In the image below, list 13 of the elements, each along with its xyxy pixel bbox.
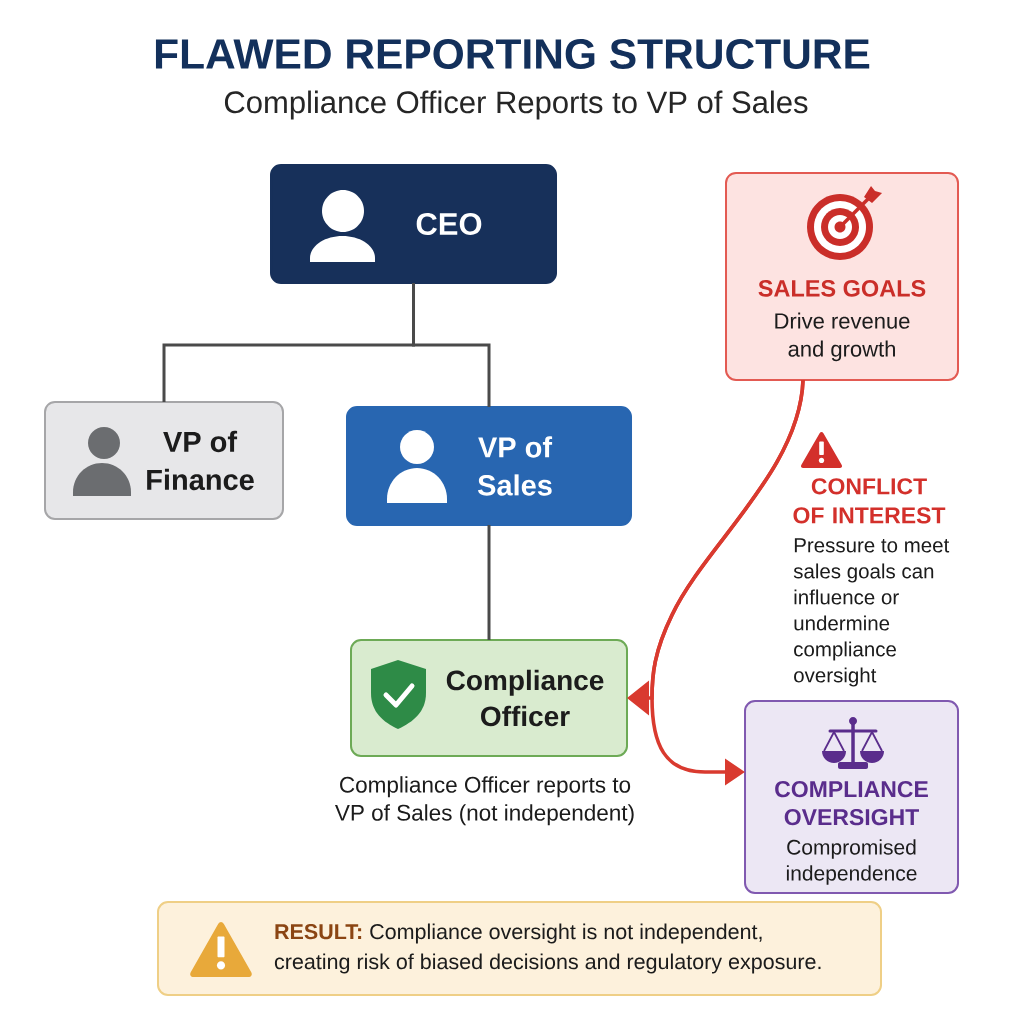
connector-line [412,283,491,407]
role-box: CEO [270,164,557,284]
connector-line [487,525,491,640]
warning-heading: CONFLICT OF INTEREST [793,478,946,524]
note-text: Compliance Officer reports to VP of Sales (not independent) [335,776,634,826]
result-banner: RESULT: Compliance oversight is not independent, creating risk of biased decisions and regulatory exposure. [157,901,882,996]
subtitle: Compliance Officer Reports to VP of Sales [224,90,808,120]
title: FLAWED REPORTING STRUCTURE [155,38,870,69]
role-box: VP of Sales [346,406,632,526]
goal-card: SALES GOALS Drive revenue and growth [725,172,959,381]
role-box: Compliance Officer [350,639,628,757]
status-card: COMPLIANCE OVERSIGHT Compromised independence [744,700,959,894]
role-box: VP of Finance [44,401,284,520]
